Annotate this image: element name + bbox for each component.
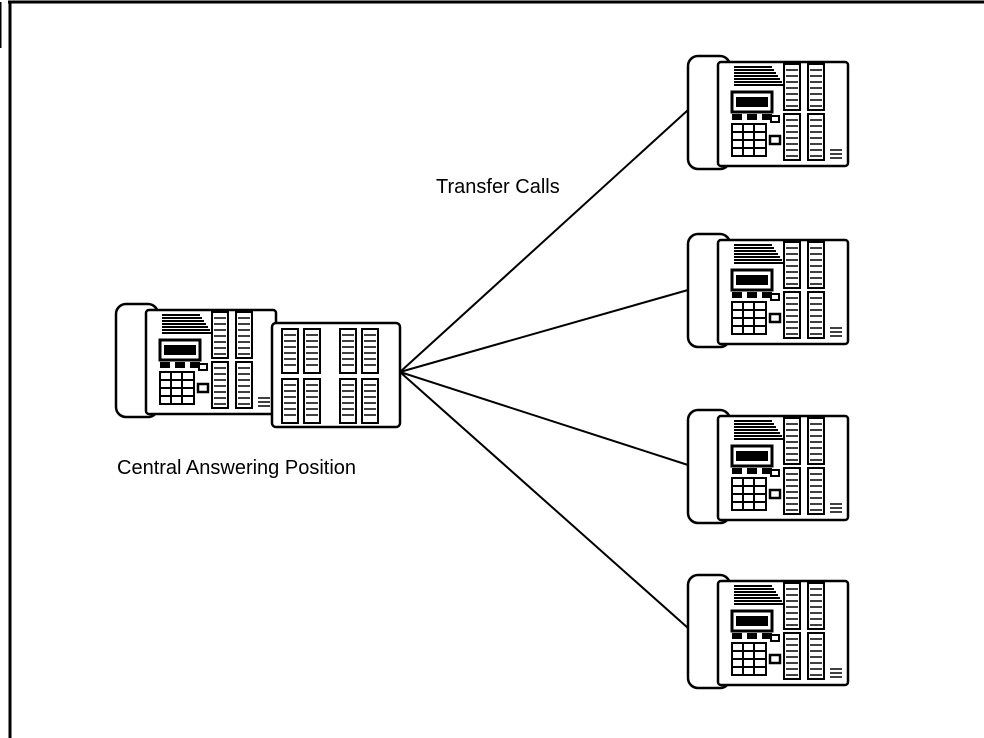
- connector-line-4: [399, 371, 689, 629]
- extension-telephone-2: [686, 232, 850, 349]
- transfer-calls-label: Transfer Calls: [436, 176, 560, 198]
- connector-line-3: [399, 371, 689, 466]
- central-telephone: [114, 302, 278, 419]
- expansion-module: [270, 321, 402, 429]
- central-answering-position-label: Central Answering Position: [117, 457, 356, 479]
- central-answering-position: [114, 302, 402, 429]
- extension-telephone-1: [686, 54, 850, 171]
- extension-telephone-3: [686, 408, 850, 525]
- connector-line-2: [399, 289, 689, 373]
- extension-telephone-4: [686, 573, 850, 690]
- connector-line-1: [399, 109, 689, 373]
- transfer-connectors: [399, 109, 689, 629]
